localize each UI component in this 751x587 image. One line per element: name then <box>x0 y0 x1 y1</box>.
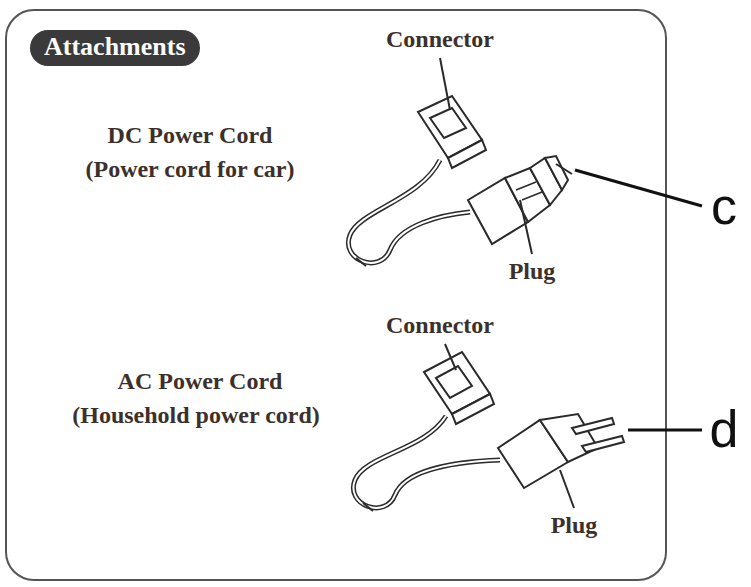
callout-letter: c <box>711 180 737 232</box>
part-name: Connector <box>386 26 494 52</box>
title-badge: Attachments <box>30 30 200 66</box>
cord-note: (Power cord for car) <box>85 156 294 182</box>
part-name: Connector <box>386 312 494 338</box>
cord-note: (Household power cord) <box>72 402 320 428</box>
callout-letter: d <box>710 403 739 455</box>
cord-name: DC Power Cord <box>108 122 273 148</box>
part-name: Plug <box>509 258 556 284</box>
cord-name: AC Power Cord <box>118 368 283 394</box>
part-name: Plug <box>551 512 598 538</box>
